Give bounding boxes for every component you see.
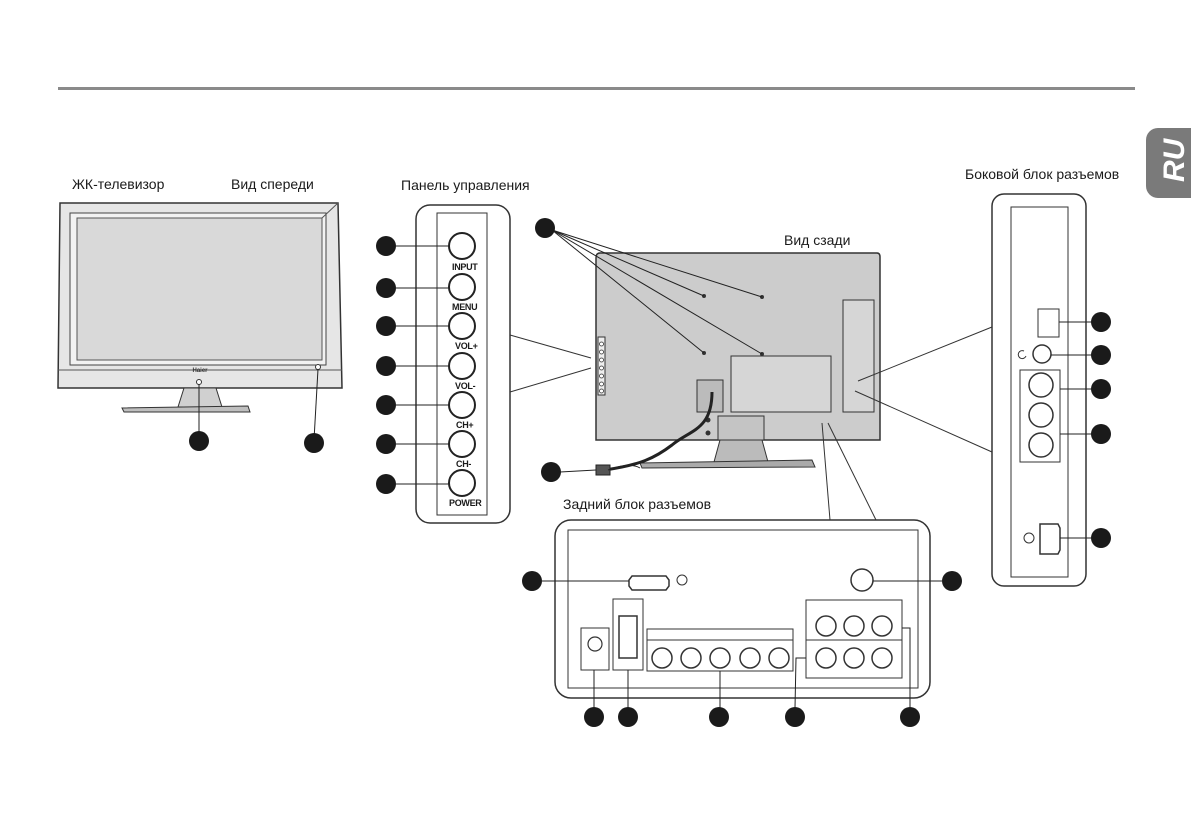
- ch-minus-button-label: CH-: [456, 459, 472, 469]
- side-connectors-label: Боковой блок разъемов: [965, 166, 1120, 182]
- lcd-tv-label: ЖК-телевизор: [72, 176, 165, 192]
- brand-logo: Haier: [192, 368, 208, 374]
- front-tv: [57, 202, 343, 453]
- front-view-label: Вид спереди: [231, 176, 314, 192]
- rear-view-label: Вид сзади: [784, 232, 851, 248]
- rear-connectors-label: Задний блок разъемов: [563, 496, 712, 512]
- control-panel: [376, 204, 592, 524]
- rear-tv: [535, 218, 993, 521]
- rear-connectors: [522, 519, 962, 727]
- language-tab: RU: [1146, 128, 1191, 198]
- top-rule: [58, 87, 1135, 90]
- front-screen: [76, 217, 323, 361]
- vol-minus-button-label: VOL-: [455, 381, 476, 391]
- control-panel-label: Панель управления: [401, 177, 530, 193]
- ch-plus-button-label: CH+: [456, 420, 474, 430]
- menu-button-label: MENU: [452, 302, 478, 312]
- input-button-label: INPUT: [452, 262, 478, 272]
- side-connectors: [991, 193, 1111, 587]
- power-button-label: POWER: [449, 498, 482, 508]
- vol-plus-button-label: VOL+: [455, 341, 478, 351]
